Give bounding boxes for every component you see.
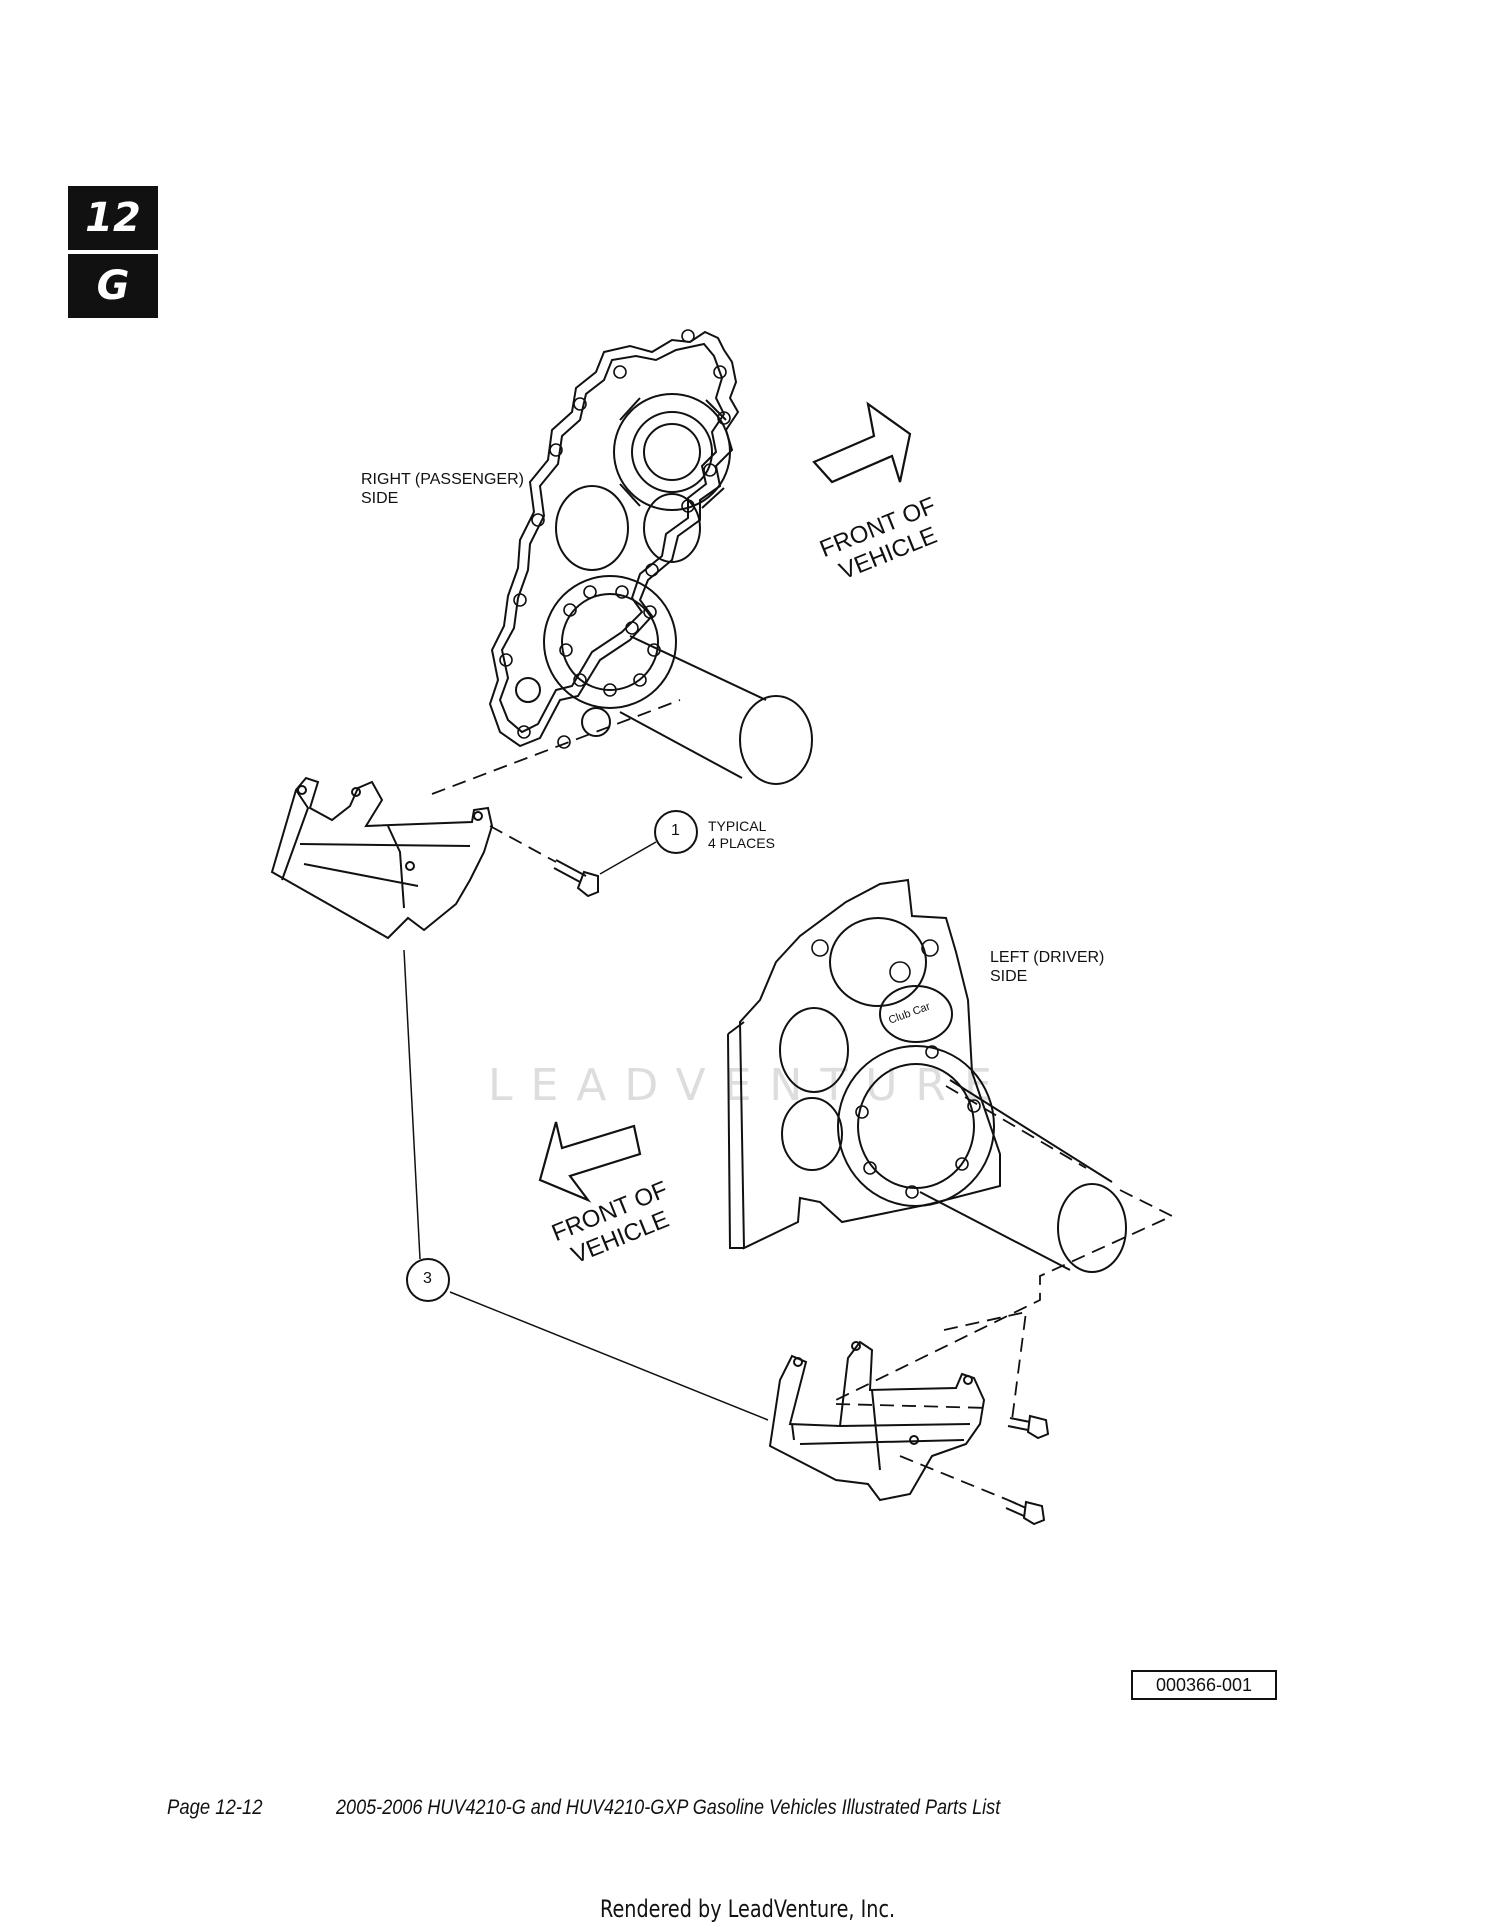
- front-arrow-bottom: [538, 1121, 642, 1203]
- right-side-label: RIGHT (PASSENGER) SIDE: [361, 471, 524, 507]
- dashed-leaders-lower: [835, 1085, 1175, 1501]
- right-side-housing: [488, 329, 813, 785]
- bolt-lower-a: [1007, 1414, 1050, 1440]
- callout-1-number: 1: [671, 822, 680, 839]
- callout-3: [403, 949, 769, 1421]
- figure-number: 000366-001: [1131, 1670, 1277, 1700]
- front-arrow-top: [812, 401, 912, 484]
- bolt-upper: [553, 859, 599, 898]
- typical-places-note: TYPICAL 4 PLACES: [708, 818, 775, 851]
- callout-1: [599, 810, 698, 875]
- left-side-label: LEFT (DRIVER) SIDE: [990, 949, 1105, 985]
- left-shield: [768, 1340, 986, 1502]
- footer-page-number: Page 12-12: [167, 1796, 263, 1819]
- section-number-tab: 12: [68, 186, 158, 250]
- footer-document-title: 2005-2006 HUV4210-G and HUV4210-GXP Gaso…: [336, 1796, 1001, 1819]
- right-shield: [270, 776, 494, 940]
- callout-3-number: 3: [423, 1270, 432, 1287]
- dashed-leaders-upper: [431, 699, 681, 863]
- rendered-by-credit: Rendered by LeadVenture, Inc.: [600, 1895, 896, 1923]
- left-side-housing: Club Car: [727, 878, 1127, 1273]
- bolt-lower-b: [1005, 1499, 1046, 1526]
- section-letter-tab: G: [68, 254, 158, 318]
